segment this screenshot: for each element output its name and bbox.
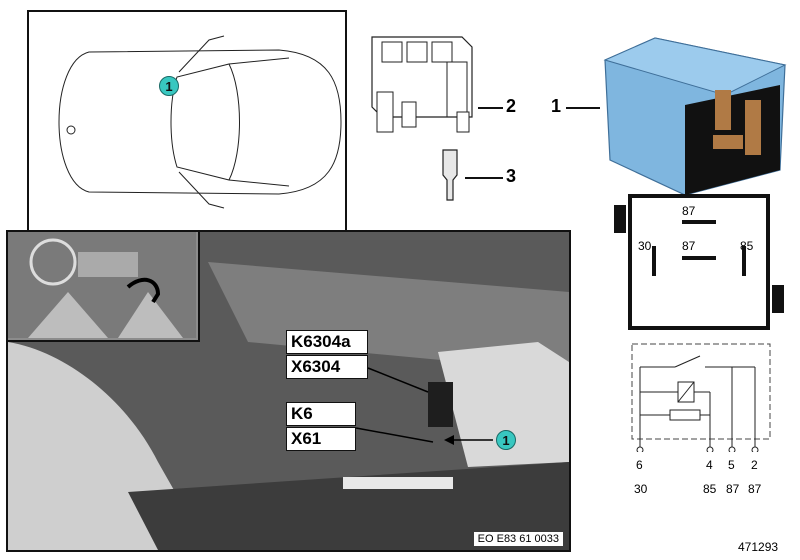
schematic-terminal-number-3: 87 [726, 482, 740, 496]
interior-inset-photo [8, 232, 200, 342]
schematic-terminal-number-1: 30 [634, 482, 648, 496]
pin-label-87-top: 87 [682, 204, 696, 218]
callout-relay-number: 1 [551, 96, 562, 116]
relay-socket-drawing [371, 36, 473, 133]
relay-face-tab-left [614, 205, 626, 233]
car-location-panel: 1 [27, 10, 347, 233]
car-outline-drawing [58, 35, 342, 209]
interior-inset-drawing [8, 232, 196, 338]
pin-bar-87-top [682, 220, 716, 224]
photo-code-label: EO E83 61 0033 [473, 532, 563, 546]
pin-bar-87-center [682, 256, 716, 260]
label-x6304: X6304 [286, 355, 368, 379]
schematic-pin-number-4: 2 [751, 458, 758, 472]
photo-leader-lines [355, 367, 493, 445]
pin-label-87-center: 87 [682, 239, 696, 253]
figure-id: 471293 [738, 540, 779, 554]
schematic-pin-number-3: 5 [728, 458, 735, 472]
schematic-terminal-number-4: 87 [748, 482, 762, 496]
schematic-pin-number-1: 6 [636, 458, 643, 472]
callout-terminal-number: 3 [506, 166, 517, 186]
label-x61: X61 [286, 427, 356, 451]
socket-leader-line [478, 107, 503, 109]
relay-photo [603, 37, 787, 196]
schematic-pin-number-2: 4 [706, 458, 713, 472]
label-k6: K6 [286, 402, 356, 426]
relay-circuit-schematic [631, 343, 771, 452]
callout-socket-number: 2 [506, 96, 517, 116]
crimp-terminal-drawing [442, 149, 458, 201]
pin-label-30: 30 [638, 239, 652, 253]
callout-badge-photo: 1 [496, 430, 516, 450]
schematic-terminal-number-2: 85 [703, 482, 717, 496]
pin-bar-30 [652, 246, 656, 276]
pin-bar-85 [742, 246, 746, 276]
relay-leader-line [566, 107, 600, 109]
callout-badge-car: 1 [159, 76, 179, 96]
installation-photo: K6304a X6304 K6 X61 1 EO E83 61 0033 [6, 230, 571, 552]
label-k6304a: K6304a [286, 330, 368, 354]
terminal-leader-line [465, 177, 503, 179]
relay-face-tab-right [772, 285, 784, 313]
relay-pinout-face: 87 30 87 85 [628, 194, 770, 330]
